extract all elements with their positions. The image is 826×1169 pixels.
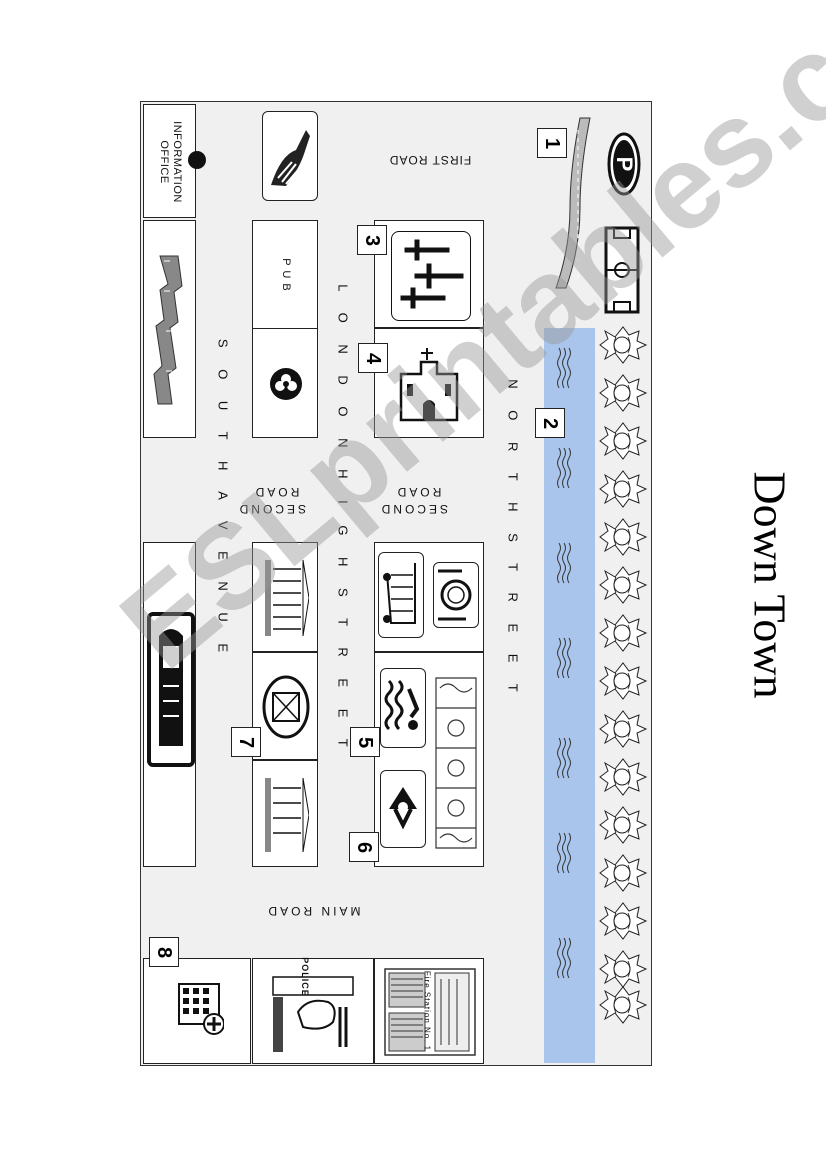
swimming-pool-icon <box>384 679 420 731</box>
football-pitch-icon <box>604 226 640 314</box>
marker-5-label: 5 <box>354 736 377 748</box>
zebra-icon <box>271 130 310 186</box>
marker-1-label: 1 <box>541 137 564 149</box>
parking[interactable]: P <box>606 129 642 199</box>
information-office-label: INFORMATION OFFICE <box>158 121 183 203</box>
marker-7[interactable]: 7 <box>231 727 261 757</box>
marker-3[interactable]: 3 <box>357 225 387 255</box>
fire-station[interactable]: Fire Station No. 1 <box>374 958 484 1064</box>
cemetery-icon <box>400 239 464 309</box>
street-second-road-north: SECOND ROAD <box>378 485 448 516</box>
recycling-icon <box>389 787 417 830</box>
marker-7-label: 7 <box>235 736 258 748</box>
church-icon <box>399 348 459 422</box>
police-label: POLICE <box>300 957 310 997</box>
train-icon <box>153 255 183 405</box>
marker-2[interactable]: 2 <box>535 408 565 438</box>
street-london-high-street: L O N D O N H I G H S T R E E T <box>335 284 351 756</box>
metro-train-icon <box>159 629 183 746</box>
river-icon <box>557 347 571 979</box>
tree-icon <box>599 326 647 1024</box>
hospital[interactable] <box>143 958 251 1064</box>
flower-shop[interactable] <box>252 328 318 438</box>
marker-8[interactable]: 8 <box>149 937 179 967</box>
marker-6-label: 6 <box>353 841 376 853</box>
museum-icon <box>265 777 309 853</box>
swimming-pool[interactable] <box>380 668 426 748</box>
cemetery[interactable] <box>374 220 484 328</box>
supermarket[interactable] <box>378 552 424 638</box>
marker-8-label: 8 <box>153 946 176 958</box>
fire-station-label: Fire Station No. 1 <box>422 970 432 1052</box>
svg-text:P: P <box>612 157 637 172</box>
hospital-icon <box>178 983 224 1035</box>
page-title-text: Down Town <box>744 471 796 699</box>
parking-icon: P <box>607 132 641 196</box>
school-icon <box>435 677 477 849</box>
page-title: Down Town <box>740 455 800 715</box>
church[interactable] <box>374 328 484 438</box>
recycling-center[interactable] <box>380 770 426 848</box>
info-marker <box>188 151 206 169</box>
marker-2-label: 2 <box>539 417 562 429</box>
tunnel-road[interactable] <box>552 110 594 295</box>
street-main-road: MAIN ROAD <box>265 904 361 918</box>
street-north-street: N O R T H S T R E E T <box>505 379 521 701</box>
school[interactable] <box>430 668 482 866</box>
marker-4-label: 4 <box>362 352 385 364</box>
tunnel-road-icon <box>555 117 591 289</box>
bank[interactable] <box>252 542 318 652</box>
pub-label: P U B <box>280 258 292 292</box>
street-south-avenue: S O U T H A V E N U E <box>215 338 231 662</box>
bank-icon <box>265 559 309 637</box>
marker-6[interactable]: 6 <box>349 832 379 862</box>
marker-1[interactable]: 1 <box>537 128 567 158</box>
supermarket-icon <box>383 563 416 624</box>
post-office[interactable] <box>252 652 318 760</box>
pub[interactable]: P U B <box>252 220 318 329</box>
train-station[interactable] <box>143 220 196 438</box>
post-office-icon <box>262 675 310 739</box>
marker-5[interactable]: 5 <box>350 727 380 757</box>
street-first-road: FIRST ROAD <box>388 153 472 167</box>
river <box>544 328 595 1063</box>
street-second-road-south: SECOND ROAD <box>236 485 306 516</box>
marker-3-label: 3 <box>361 234 384 246</box>
information-office[interactable]: INFORMATION OFFICE <box>143 104 196 218</box>
metro-station[interactable] <box>147 612 195 767</box>
restaurant[interactable] <box>433 562 479 628</box>
museum[interactable] <box>252 760 318 867</box>
flower-shop-icon <box>270 368 302 400</box>
zebra-crossing[interactable] <box>262 111 318 201</box>
police-station[interactable]: POLICE <box>252 957 374 1064</box>
marker-4[interactable]: 4 <box>358 343 388 373</box>
forest <box>598 325 648 1030</box>
restaurant-icon <box>438 569 472 621</box>
football-pitch[interactable] <box>604 226 640 314</box>
police-station-icon <box>272 976 354 1052</box>
fire-station-icon <box>384 968 476 1056</box>
